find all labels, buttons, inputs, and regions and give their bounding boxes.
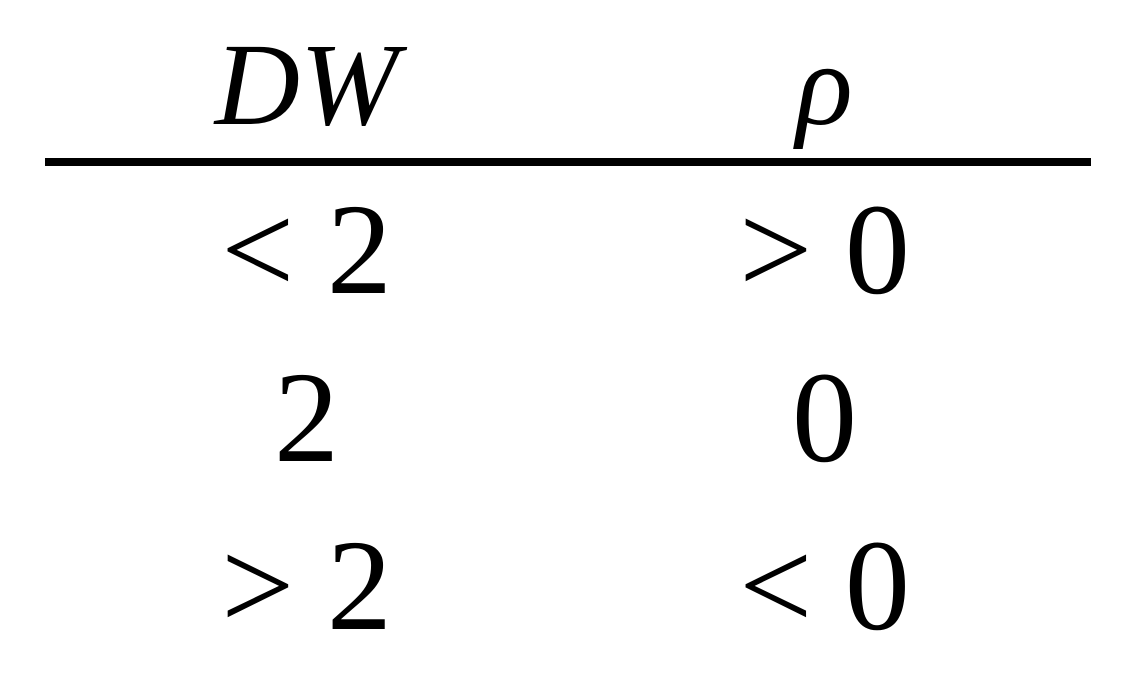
dw-rho-table: DW ρ < 2 > 0 2 0 > 2 < 0 (45, 0, 1091, 670)
table-cell-rho-row-0: > 0 (739, 178, 910, 322)
table-cell-dw-row-2: > 2 (221, 514, 392, 658)
table-cell-dw-row-0: < 2 (221, 178, 392, 322)
table-cell-dw-row-1: 2 (274, 346, 339, 490)
column-header-rho: ρ (796, 19, 853, 150)
table-cell-rho-row-2: < 0 (739, 514, 910, 658)
column-header-dw: DW (214, 19, 399, 150)
header-rule (45, 158, 1091, 166)
table-cell-rho-row-1: 0 (792, 346, 857, 490)
